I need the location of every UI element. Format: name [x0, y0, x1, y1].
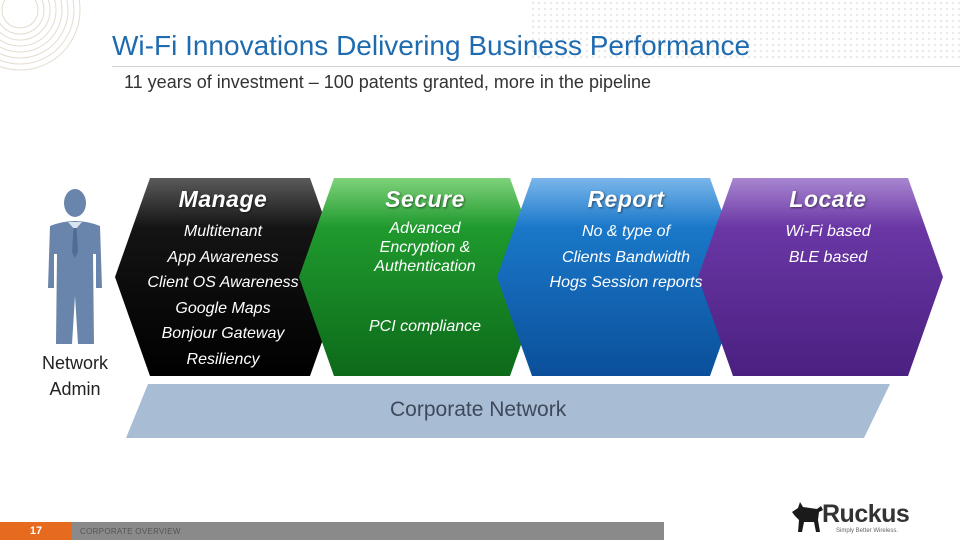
hex-secure	[299, 178, 545, 376]
decorative-circles	[0, 0, 81, 71]
corporate-network-band	[126, 384, 890, 438]
secure-list: Advanced Encryption & Authentication	[327, 219, 523, 276]
column-manage: Manage Multitenant App Awareness Client …	[125, 186, 321, 372]
manage-list: Multitenant App Awareness Client OS Awar…	[125, 219, 321, 372]
column-report: Report No & type of Clients Bandwidth Ho…	[526, 186, 726, 296]
list-item: Hogs Session reports	[549, 274, 703, 291]
locate-heading: Locate	[789, 186, 867, 212]
footer-bar	[72, 522, 664, 540]
list-item: App Awareness	[167, 248, 279, 266]
logo-wordmark: Ruckus	[822, 500, 910, 528]
list-item: Client OS Awareness	[147, 274, 299, 291]
dog-logo-icon	[792, 502, 823, 532]
hex-manage	[115, 178, 345, 376]
page-number: 17	[0, 522, 72, 540]
slide-subtitle: 11 years of investment – 100 patents gra…	[124, 72, 651, 92]
report-heading: Report	[587, 186, 665, 212]
list-item: BLE based	[788, 248, 868, 266]
network-admin-label: Network Admin	[41, 353, 108, 399]
title-divider	[112, 66, 960, 67]
locate-list: Wi-Fi based BLE based	[728, 219, 928, 270]
secure-extra-item: PCI compliance	[368, 318, 482, 335]
list-item: Wi-Fi based	[785, 223, 871, 240]
manage-heading: Manage	[178, 186, 268, 212]
list-item: Resiliency	[186, 350, 260, 368]
column-secure: Secure Advanced Encryption & Authenticat…	[327, 186, 523, 336]
person-icon	[48, 189, 102, 344]
hex-report	[497, 178, 745, 376]
list-item: Advanced	[389, 220, 461, 237]
slide-title: Wi-Fi Innovations Delivering Business Pe…	[112, 30, 751, 61]
decorative-dot-pattern	[530, 0, 960, 60]
logo-tagline: Simply Better Wireless.	[836, 528, 899, 534]
footer-section-label: CORPORATE OVERVIEW	[80, 527, 181, 536]
list-item: Clients Bandwidth	[561, 248, 691, 266]
list-item: No & type of	[581, 223, 671, 240]
list-item: Multitenant	[183, 223, 263, 240]
secure-heading: Secure	[385, 186, 465, 212]
list-item: Google Maps	[175, 299, 271, 317]
corporate-network-label: Corporate Network	[390, 398, 567, 421]
hex-locate	[698, 178, 943, 376]
column-locate: Locate Wi-Fi based BLE based	[728, 186, 928, 270]
list-item: Encryption &	[379, 239, 471, 256]
list-item: Bonjour Gateway	[161, 325, 285, 342]
list-item: Authentication	[374, 258, 476, 275]
report-list: No & type of Clients Bandwidth Hogs Sess…	[526, 219, 726, 296]
